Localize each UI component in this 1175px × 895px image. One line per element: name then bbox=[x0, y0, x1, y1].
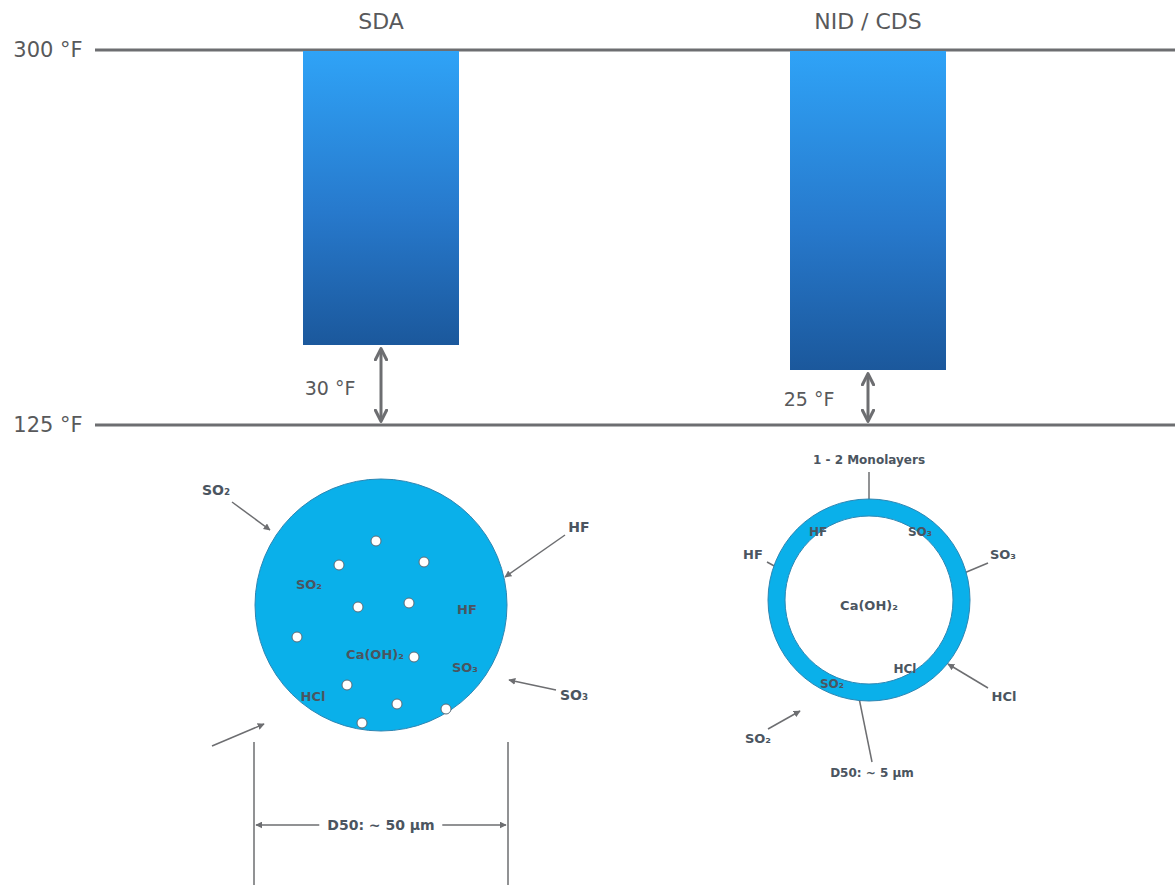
species-label: HCl bbox=[301, 690, 326, 704]
gas-label: SO₂ bbox=[745, 732, 771, 747]
gas-label: SO₃ bbox=[560, 687, 588, 703]
species-label: SO₃ bbox=[452, 661, 478, 675]
column-heading: NID / CDS bbox=[814, 9, 922, 34]
temperature-line bbox=[95, 49, 1175, 52]
dimension-label: D50: ~ 50 μm bbox=[319, 815, 442, 835]
temperature-bar bbox=[790, 51, 946, 370]
approach-temperature: 25 °F bbox=[784, 389, 835, 411]
temperature-label: 300 °F bbox=[13, 38, 82, 62]
dimension-lines bbox=[254, 742, 508, 885]
species-label: HF bbox=[457, 603, 477, 617]
temperature-line bbox=[95, 424, 1175, 427]
temperature-bar bbox=[303, 51, 459, 345]
species-label: SO₂ bbox=[296, 578, 322, 592]
species-label: Ca(OH)₂ bbox=[346, 648, 404, 662]
gas-label: SO₃ bbox=[990, 548, 1016, 563]
sorbent-particle: SO₂ HF Ca(OH)₂ SO₃ HCl bbox=[254, 478, 508, 732]
coated-particle: HF SO₃ Ca(OH)₂ SO₂ HCl bbox=[767, 498, 971, 702]
temperature-label: 125 °F bbox=[13, 413, 82, 437]
gas-label: HF bbox=[568, 519, 589, 535]
species-label: HCl bbox=[894, 663, 917, 676]
column-heading: SDA bbox=[358, 9, 404, 34]
species-label: SO₂ bbox=[820, 678, 844, 691]
approach-arrow bbox=[867, 375, 870, 420]
gas-label: SO₂ bbox=[202, 482, 230, 498]
species-label: SO₃ bbox=[908, 526, 932, 539]
gas-label: HCl bbox=[992, 690, 1017, 705]
approach-temperature: 30 °F bbox=[305, 378, 356, 400]
gas-label: HF bbox=[743, 548, 763, 563]
dimension-label: D50: ~ 5 μm bbox=[830, 767, 914, 781]
leader-arrows bbox=[212, 472, 988, 762]
species-label: HF bbox=[809, 526, 827, 539]
approach-arrow bbox=[380, 350, 383, 420]
species-label: Ca(OH)₂ bbox=[840, 599, 898, 613]
layer-label: 1 - 2 Monolayers bbox=[813, 454, 925, 468]
